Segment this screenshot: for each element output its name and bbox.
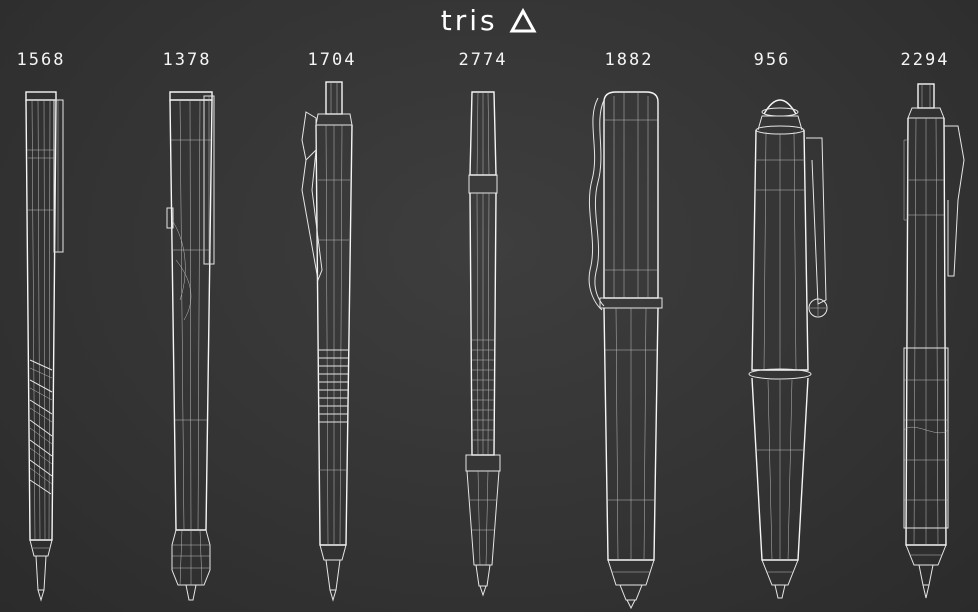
pen-label-3: 1704 [307,50,357,70]
brand-logo: tris [0,4,978,40]
pen-wireframe-5 [588,91,663,610]
grip-texture [472,339,494,441]
pen-wireframe-1 [25,91,64,602]
pen-label-7: 2294 [900,50,950,70]
pen-label-1: 1568 [16,50,66,70]
pen-wireframe-4 [465,91,501,597]
pen-wireframe-6 [748,99,828,599]
pen-label-4: 2774 [458,50,508,70]
grip-rings [318,349,348,423]
pen-label-6: 956 [753,50,791,70]
pen-label-2: 1378 [162,50,212,70]
pen-label-row: 1568 1378 1704 2774 1882 956 2294 [0,50,978,72]
pen-wireframe-7 [903,83,965,599]
pen-wireframe-2 [166,91,215,601]
brand-name: tris [440,4,498,37]
pen-label-5: 1882 [604,50,654,70]
triangle-outline-icon [509,7,537,32]
pen-wireframe-3 [301,81,353,602]
